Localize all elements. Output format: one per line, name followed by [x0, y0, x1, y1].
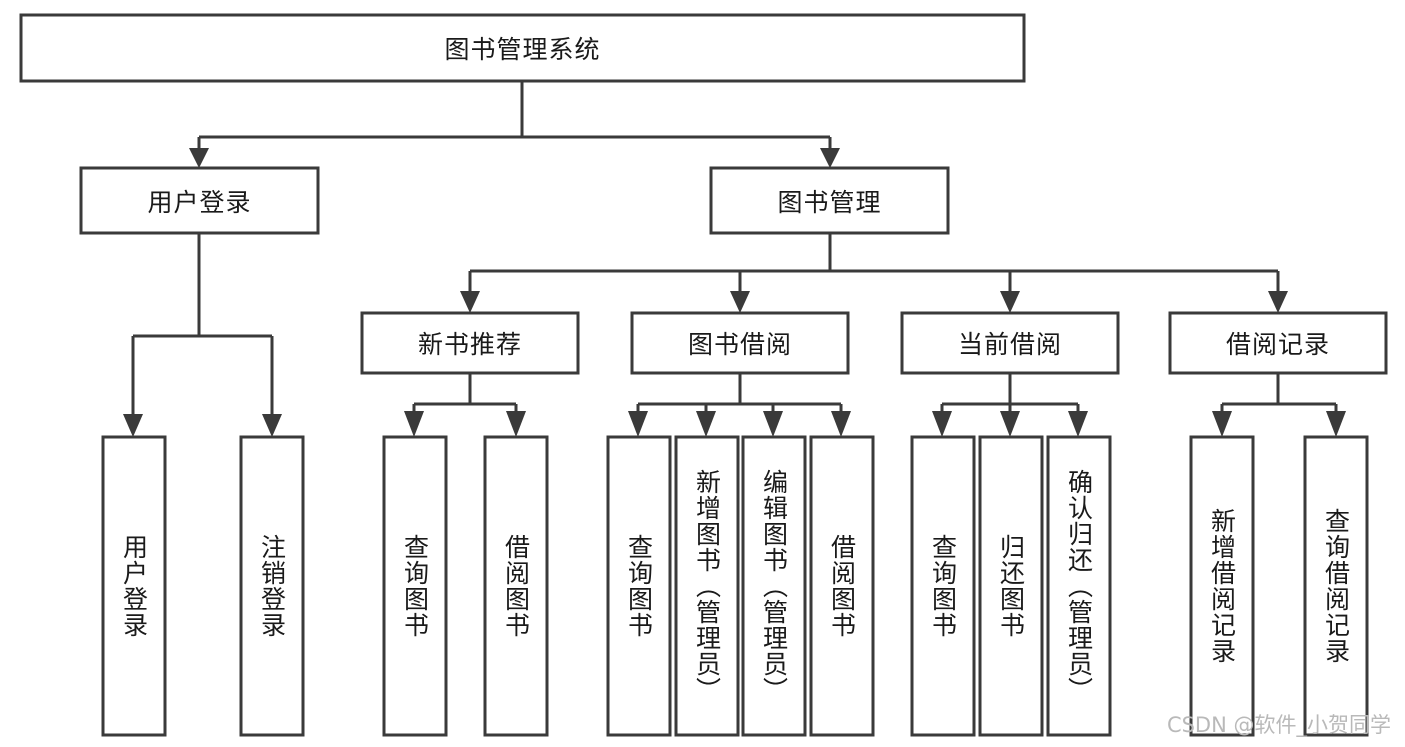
node-box-user-login[interactable] [79, 166, 320, 235]
node-box-leaf-borrow-book-2[interactable] [809, 435, 875, 737]
node-box-leaf-add-record[interactable] [1189, 435, 1255, 737]
arrow-head-borrow-record [1268, 291, 1288, 313]
node-box-leaf-borrow-book-1[interactable] [483, 435, 549, 737]
node-box-leaf-confirm-return[interactable] [1046, 435, 1112, 737]
node-box-leaf-add-book[interactable] [674, 435, 740, 737]
node-box-borrow-record[interactable] [1168, 311, 1388, 375]
arrow-head-leaf-add-book [696, 411, 716, 437]
connector-group-current-borrow [932, 373, 1088, 437]
node-box-new-book-recommend[interactable] [360, 311, 580, 375]
arrow-head-leaf-query-book-1 [404, 411, 424, 437]
arrow-head-leaf-borrow-book-2 [831, 411, 851, 437]
arrow-head-leaf-borrow-book-1 [506, 411, 526, 437]
arrow-head-leaf-query-book-2 [628, 411, 648, 437]
arrow-head-current-borrow [1000, 291, 1020, 313]
arrow-head-leaf-query-book-3 [932, 411, 952, 437]
connector-group-book-borrow [628, 373, 851, 437]
arrow-head-leaf-return-book [1000, 411, 1020, 437]
connector-group-book-management [460, 233, 1288, 313]
connector-group-new-book-recommend [404, 373, 526, 437]
arrow-head-book-management [820, 148, 840, 168]
arrow-head-leaf-logout [262, 414, 282, 437]
node-box-book-borrow[interactable] [630, 311, 850, 375]
node-box-leaf-logout[interactable] [239, 435, 305, 737]
connector-group-root [189, 81, 840, 168]
node-box-book-management[interactable] [709, 166, 950, 235]
node-box-leaf-query-book-1[interactable] [382, 435, 448, 737]
node-box-leaf-edit-book[interactable] [741, 435, 807, 737]
arrow-head-leaf-confirm-return [1068, 411, 1088, 437]
node-box-leaf-query-book-2[interactable] [606, 435, 672, 737]
arrow-head-leaf-edit-book [763, 411, 783, 437]
node-box-leaf-user-login[interactable] [101, 435, 167, 737]
arrow-head-book-borrow [730, 291, 750, 313]
arrow-head-leaf-query-record [1326, 411, 1346, 437]
node-box-leaf-query-book-3[interactable] [910, 435, 976, 737]
arrow-head-leaf-add-record [1212, 411, 1232, 437]
arrow-head-user-login [189, 148, 209, 168]
node-box-root[interactable] [19, 13, 1026, 83]
connector-group-user-login [123, 233, 282, 437]
node-box-current-borrow[interactable] [900, 311, 1120, 375]
arrow-head-new-book-recommend [460, 291, 480, 313]
connector-group-borrow-record [1212, 373, 1346, 437]
node-box-leaf-return-book[interactable] [978, 435, 1044, 737]
node-box-leaf-query-record[interactable] [1303, 435, 1369, 737]
arrow-head-leaf-user-login [123, 414, 143, 437]
